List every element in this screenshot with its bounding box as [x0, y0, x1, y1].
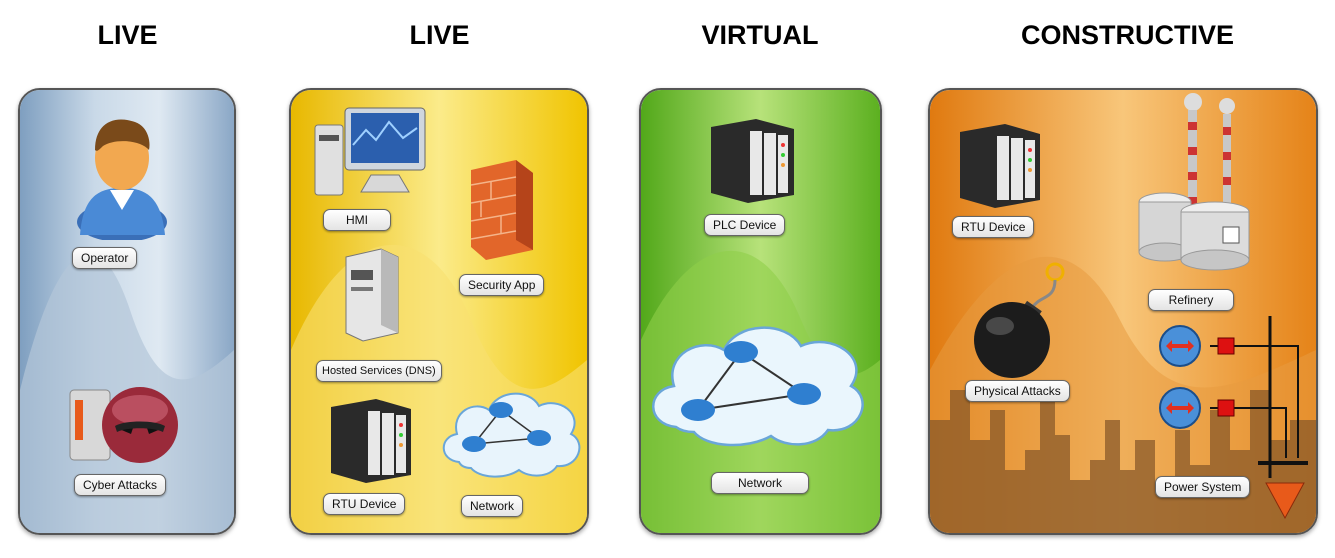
power-system-icon [1159, 316, 1308, 520]
network-label-2: Network [461, 495, 524, 517]
rtu-device-icon [960, 124, 1040, 208]
column-title-live-1: LIVE [97, 20, 158, 50]
firewall-icon [470, 160, 533, 260]
cyber-attacks-label: Cyber Attacks [74, 474, 167, 496]
virtual-panel: PLC Device Network [639, 88, 882, 535]
operator-label: Operator [72, 247, 138, 269]
physical-attacks-label: Physical Attacks [965, 380, 1070, 402]
column-title-constructive: CONSTRUCTIVE [1020, 20, 1234, 50]
rtu-device-icon [331, 399, 411, 483]
operator-icon [77, 119, 167, 240]
constructive-panel: RTU Device Refinery Physical Attacks [928, 88, 1318, 535]
security-app-label: Security App [459, 274, 545, 296]
refinery-icon [1138, 93, 1250, 271]
refinery-label: Refinery [1148, 289, 1234, 311]
rtu-device-label-2: RTU Device [323, 493, 406, 515]
hmi-label: HMI [323, 209, 391, 231]
column-title-live-2: LIVE [409, 20, 470, 50]
dns-server-icon [345, 248, 399, 342]
rtu-device-label-4: RTU Device [952, 216, 1035, 238]
network-label-3: Network [711, 472, 809, 494]
column-title-virtual: VIRTUAL [701, 20, 819, 50]
network-cloud-icon [442, 392, 581, 478]
bomb-icon [974, 262, 1065, 378]
plc-device-icon [711, 119, 794, 203]
live-operator-panel: Operator Cyber Attacks [18, 88, 236, 535]
plc-device-label: PLC Device [704, 214, 786, 236]
hmi-workstation-icon [314, 107, 426, 196]
network-cloud-icon [652, 326, 864, 447]
live-systems-panel: HMI Security App Hosted Services (DNS) R… [289, 88, 589, 535]
hosted-services-label: Hosted Services (DNS) [316, 360, 442, 382]
cyber-attacks-icon [69, 387, 178, 463]
power-system-label: Power System [1155, 476, 1251, 498]
